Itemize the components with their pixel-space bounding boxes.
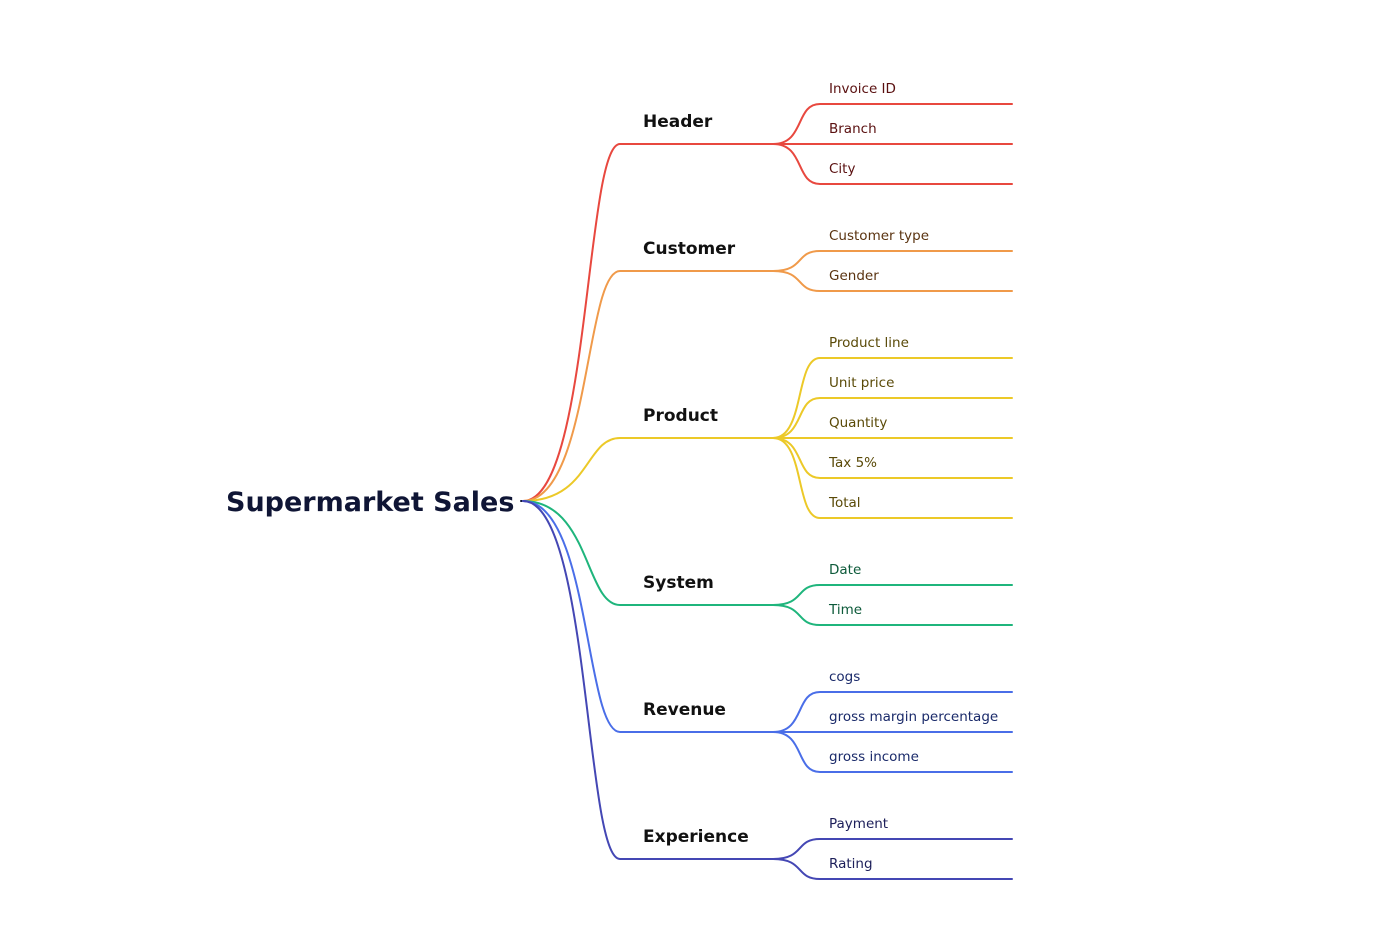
leaf-connector-2-1 <box>772 397 1013 439</box>
branch-label-system[interactable]: System <box>643 573 714 593</box>
branch-label-customer[interactable]: Customer <box>643 239 736 259</box>
leaf-label[interactable]: Product line <box>829 335 909 351</box>
leaf-connector-5-0 <box>772 838 1013 860</box>
leaf-connector-2-3 <box>772 437 1013 479</box>
leaf-label[interactable]: City <box>829 161 855 177</box>
leaf-connector-0-2 <box>772 143 1013 185</box>
leaf-label[interactable]: gross income <box>829 749 919 765</box>
leaf-label[interactable]: Rating <box>829 856 873 872</box>
leaf-connector-1-0 <box>772 250 1013 272</box>
root-node[interactable]: Supermarket Sales <box>226 487 514 518</box>
leaf-label[interactable]: Customer type <box>829 228 929 244</box>
branch-label-header[interactable]: Header <box>643 112 713 132</box>
label-layer: Supermarket Sales Header Invoice ID Branch… <box>226 81 998 872</box>
leaf-label[interactable]: Time <box>828 602 862 618</box>
leaf-label[interactable]: Invoice ID <box>829 81 896 97</box>
leaf-label[interactable]: Branch <box>829 121 877 137</box>
connector-layer <box>520 103 1013 880</box>
branch-connector-2 <box>522 437 774 502</box>
branch-label-experience[interactable]: Experience <box>643 827 749 847</box>
leaf-connector-3-1 <box>772 604 1013 626</box>
branch-connector-3 <box>522 500 774 606</box>
leaf-label[interactable]: gross margin percentage <box>829 709 998 725</box>
leaf-connector-5-1 <box>772 858 1013 880</box>
leaf-connector-1-1 <box>772 270 1013 292</box>
leaf-connector-4-2 <box>772 731 1013 773</box>
leaf-connector-2-0 <box>772 357 1013 439</box>
leaf-connector-0-0 <box>772 103 1013 145</box>
leaf-label[interactable]: Gender <box>829 268 879 284</box>
leaf-label[interactable]: Tax 5% <box>828 455 877 471</box>
leaf-label[interactable]: cogs <box>829 669 860 685</box>
leaf-label[interactable]: Payment <box>829 816 888 832</box>
leaf-connector-4-0 <box>772 691 1013 733</box>
branch-connector-5 <box>522 500 774 860</box>
branch-connector-0 <box>522 143 774 502</box>
leaf-connector-3-0 <box>772 584 1013 606</box>
branch-connector-1 <box>522 270 774 502</box>
leaf-label[interactable]: Total <box>828 495 861 511</box>
leaf-connector-2-4 <box>772 437 1013 519</box>
leaf-label[interactable]: Unit price <box>829 375 894 391</box>
branch-label-revenue[interactable]: Revenue <box>643 700 726 720</box>
branch-connector-4 <box>522 500 774 733</box>
leaf-label[interactable]: Quantity <box>829 415 887 431</box>
branch-label-product[interactable]: Product <box>643 406 718 426</box>
leaf-label[interactable]: Date <box>829 562 861 578</box>
